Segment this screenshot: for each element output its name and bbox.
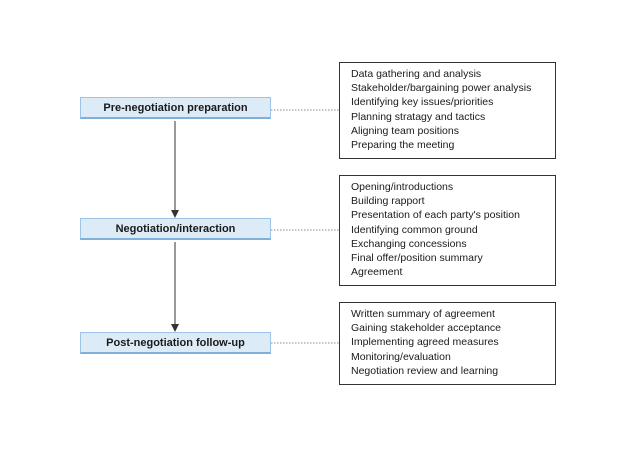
list-item: Opening/introductions xyxy=(351,181,454,193)
list-item: Gaining stakeholder acceptance xyxy=(351,322,502,335)
list-item: Implementing agreed measures xyxy=(351,336,499,349)
list-item: Aligning team positions xyxy=(351,124,459,137)
list-item: Identifying common ground xyxy=(351,223,478,236)
detail-list: Written summary of agreement Gaining sta… xyxy=(351,307,555,378)
list-item: Stakeholder/bargaining power analysis xyxy=(351,82,532,95)
list-item: Final offer/position summary xyxy=(351,252,483,265)
list-item: Presentation of each party's position xyxy=(351,209,520,222)
list-item: Exchanging concessions xyxy=(351,237,467,250)
list-item: Identifying key issues/priorities xyxy=(351,96,494,109)
details-post-negotiation: Written summary of agreement Gaining sta… xyxy=(339,302,556,385)
list-item: Negotiation review and learning xyxy=(351,364,499,377)
phase-negotiation: Negotiation/interaction xyxy=(80,218,271,240)
list-item: Planning stratagy and tactics xyxy=(351,110,486,123)
phase-post-negotiation: Post-negotiation follow-up xyxy=(80,332,271,354)
list-item: Building rapport xyxy=(351,195,425,208)
details-pre-negotiation: Data gathering and analysis Stakeholder/… xyxy=(339,62,556,159)
list-item: Agreement xyxy=(351,266,403,279)
list-item: Written summary of agreement xyxy=(351,308,495,320)
list-item: Monitoring/evaluation xyxy=(351,350,451,363)
detail-list: Data gathering and analysis Stakeholder/… xyxy=(351,67,555,152)
details-negotiation: Opening/introductions Building rapport P… xyxy=(339,175,556,286)
list-item: Data gathering and analysis xyxy=(351,68,482,80)
list-item: Preparing the meeting xyxy=(351,139,455,152)
phase-pre-negotiation: Pre-negotiation preparation xyxy=(80,97,271,119)
phase-title: Post-negotiation follow-up xyxy=(106,336,245,349)
phase-title: Pre-negotiation preparation xyxy=(103,101,248,114)
detail-list: Opening/introductions Building rapport P… xyxy=(351,180,555,279)
phase-title: Negotiation/interaction xyxy=(115,222,236,235)
